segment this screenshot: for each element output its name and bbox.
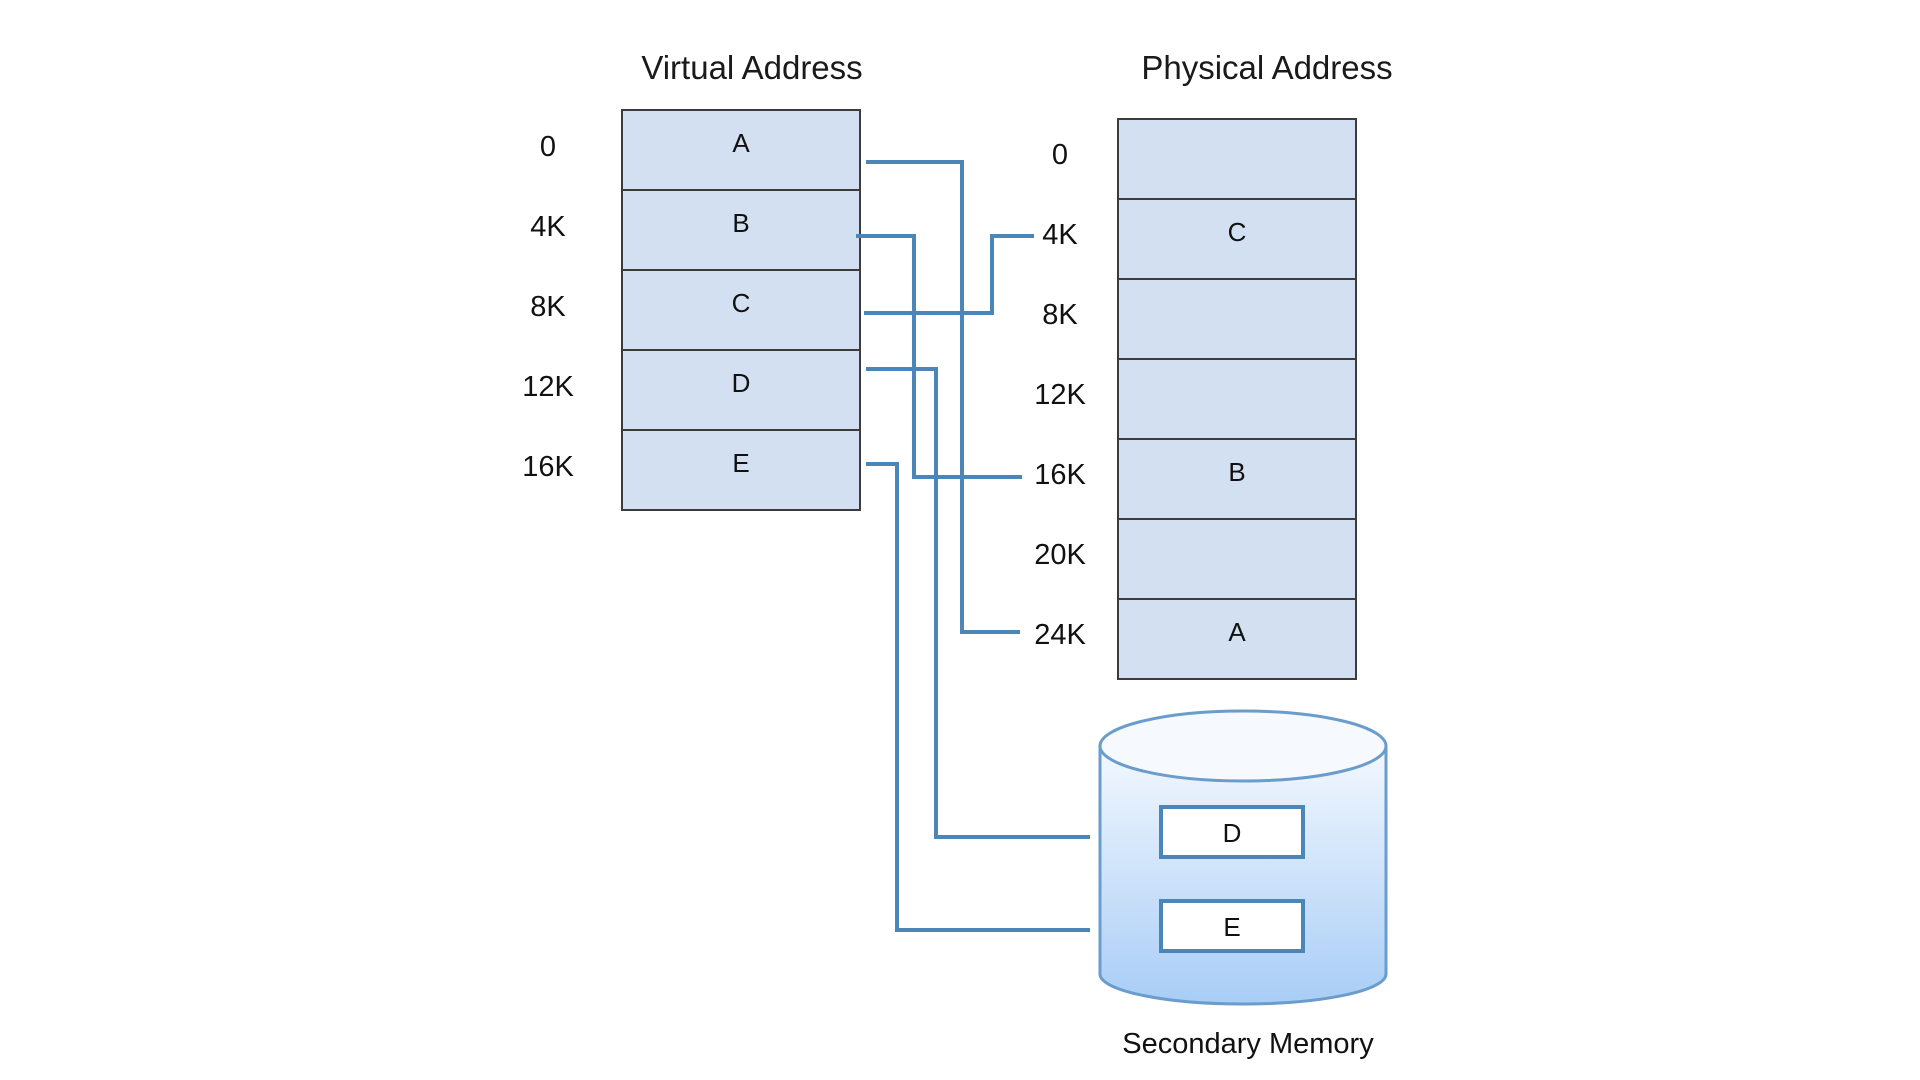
virtual-address-label: 8K bbox=[530, 291, 566, 323]
physical-address-table: 0 4K C 8K 12K 16K B 20K 24K A bbox=[1034, 118, 1357, 680]
physical-address-title: Physical Address bbox=[1141, 49, 1392, 86]
virtual-address-label: 12K bbox=[522, 371, 574, 403]
mapping-line-d bbox=[866, 367, 1090, 839]
virtual-page-cell bbox=[621, 109, 861, 191]
physical-address-label: 24K bbox=[1034, 619, 1086, 651]
physical-address-label: 8K bbox=[1042, 299, 1078, 331]
disk-top bbox=[1098, 709, 1388, 783]
virtual-page-cell bbox=[621, 349, 861, 431]
physical-address-label: 16K bbox=[1034, 459, 1086, 491]
secondary-page-cell bbox=[1159, 805, 1305, 859]
physical-frame-cell bbox=[1117, 118, 1357, 200]
physical-address-label: 0 bbox=[1052, 139, 1068, 171]
secondary-memory-caption: Secondary Memory bbox=[1122, 1028, 1374, 1060]
physical-frame-label: A bbox=[1228, 617, 1246, 647]
virtual-address-label: 16K bbox=[522, 451, 574, 483]
virtual-page-label: D bbox=[732, 368, 751, 398]
virtual-address-table: 0 A 4K B 8K C 12K D 16K E bbox=[522, 109, 861, 511]
physical-frame-cell bbox=[1117, 518, 1357, 600]
virtual-address-label: 4K bbox=[530, 211, 566, 243]
physical-frame-cell bbox=[1117, 358, 1357, 440]
physical-address-label: 12K bbox=[1034, 379, 1086, 411]
secondary-page-label: D bbox=[1223, 818, 1242, 848]
physical-address-label: 4K bbox=[1042, 219, 1078, 251]
physical-frame-label: C bbox=[1228, 217, 1247, 247]
page-mapping-connectors bbox=[856, 160, 1090, 932]
physical-address-label: 20K bbox=[1034, 539, 1086, 571]
virtual-page-cell bbox=[621, 189, 861, 271]
mapping-line-a bbox=[866, 160, 1020, 634]
virtual-address-title: Virtual Address bbox=[641, 49, 862, 86]
virtual-page-label: C bbox=[732, 288, 751, 318]
mapping-line-c bbox=[864, 234, 1034, 315]
mapping-line-b bbox=[856, 234, 1022, 479]
virtual-page-label: A bbox=[732, 128, 750, 158]
physical-frame-label: B bbox=[1228, 457, 1245, 487]
secondary-memory-disk: D E bbox=[1098, 709, 1388, 1006]
physical-frame-cell bbox=[1117, 278, 1357, 360]
virtual-page-cell bbox=[621, 429, 861, 511]
secondary-page-cell bbox=[1159, 899, 1305, 953]
virtual-address-label: 0 bbox=[540, 131, 556, 163]
mapping-line-e bbox=[866, 462, 1090, 932]
virtual-page-cell bbox=[621, 269, 861, 351]
physical-frame-cell bbox=[1117, 198, 1357, 280]
disk-body bbox=[1098, 744, 1388, 1006]
virtual-page-label: B bbox=[732, 208, 749, 238]
virtual-page-label: E bbox=[732, 448, 749, 478]
physical-frame-cell bbox=[1117, 598, 1357, 680]
secondary-page-label: E bbox=[1223, 912, 1240, 942]
